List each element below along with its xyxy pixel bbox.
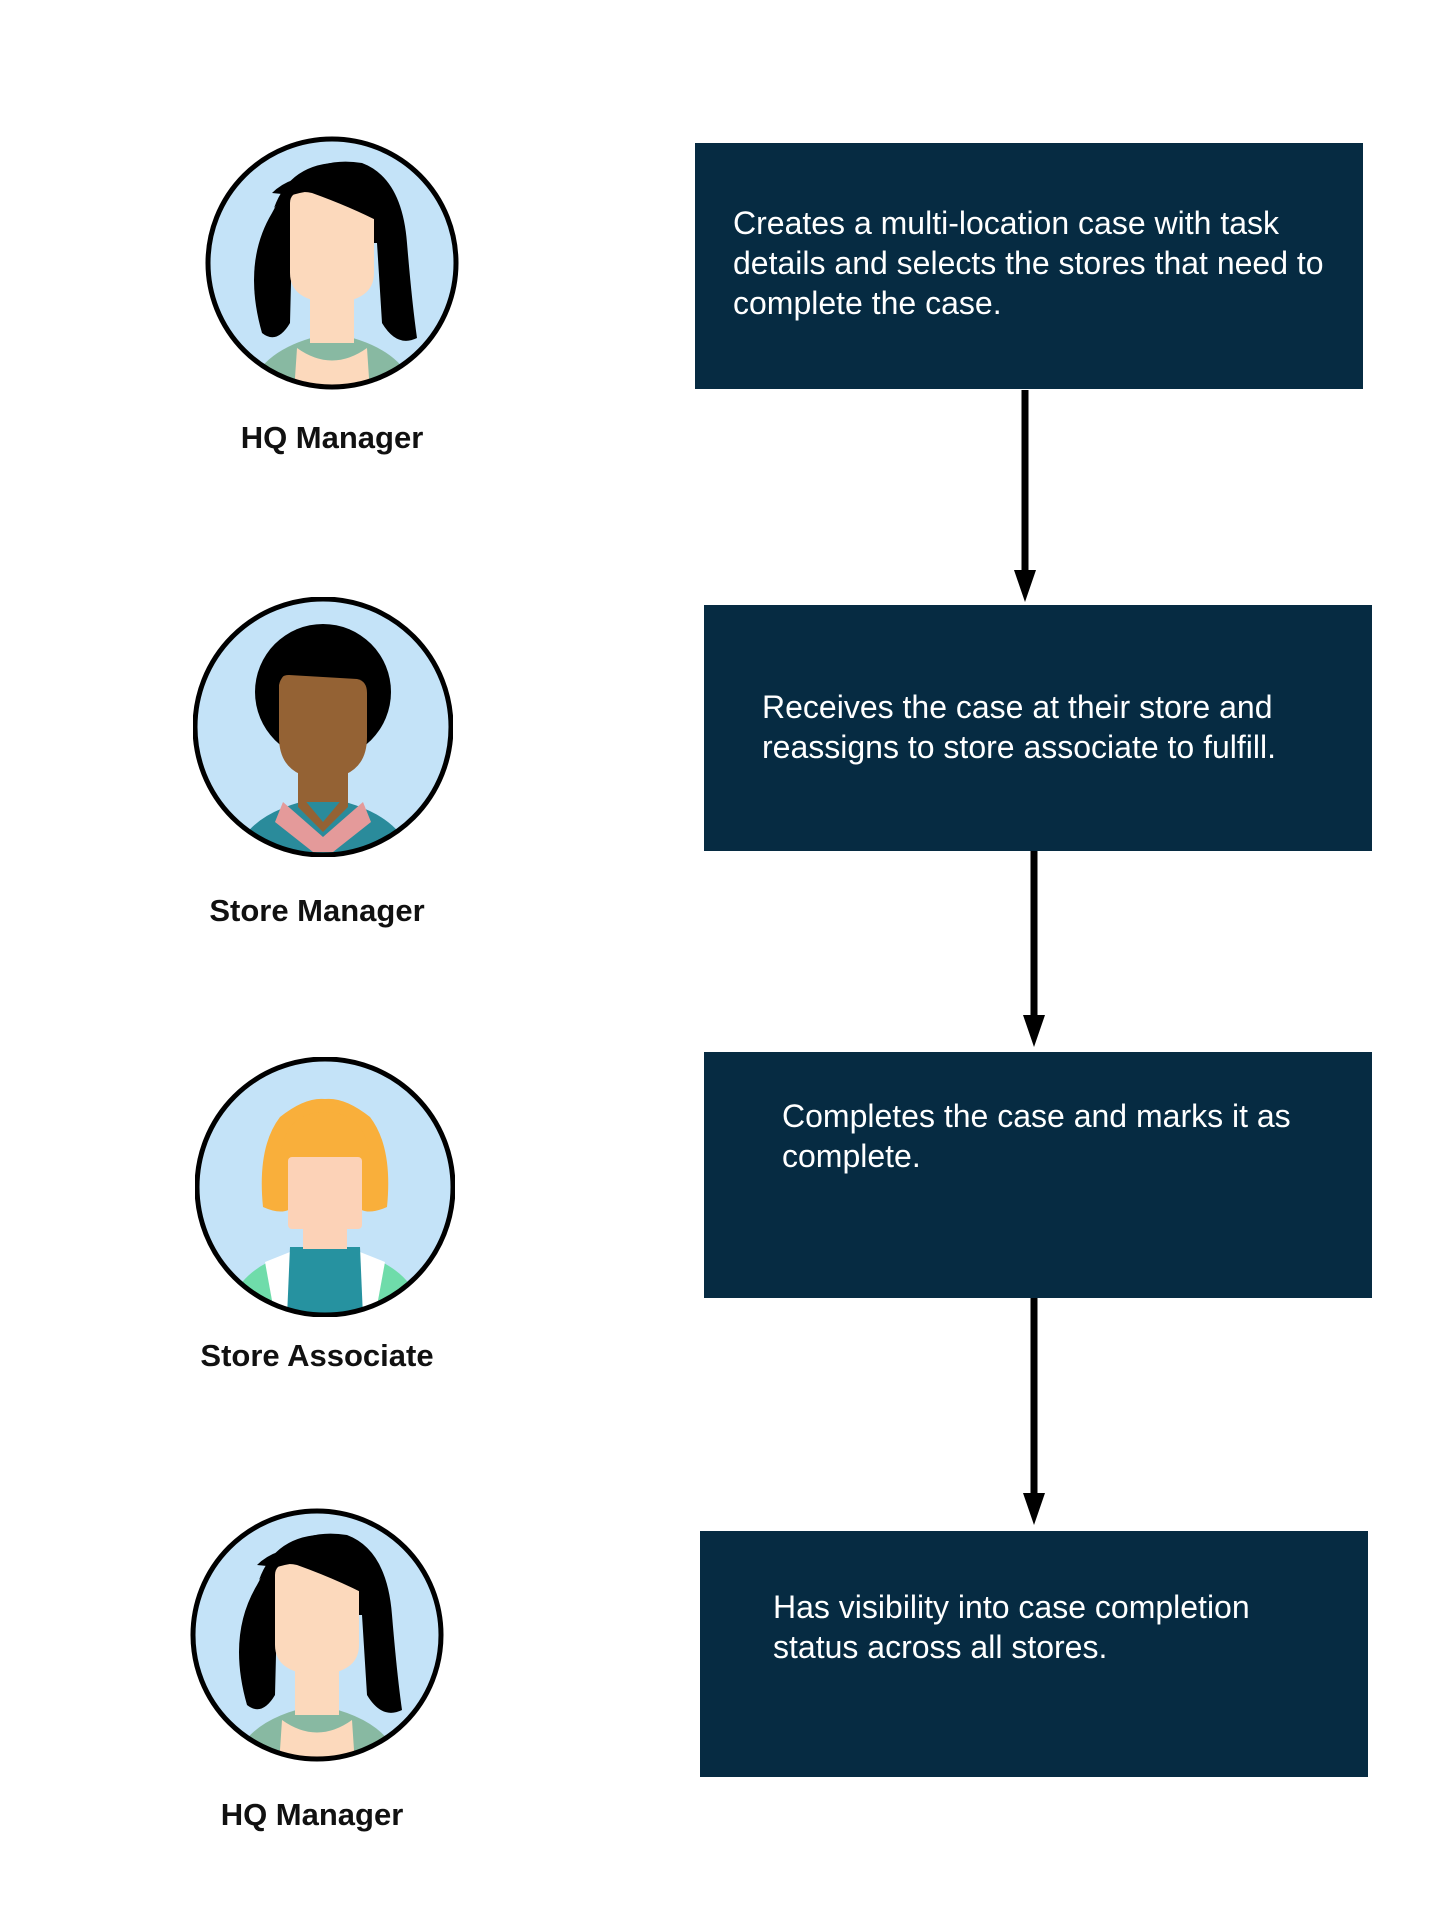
step-text-visibility: Has visibility into case completion stat… (773, 1589, 1250, 1665)
hq-manager-woman-icon (205, 136, 459, 390)
role-label-hq-manager: HQ Manager (240, 420, 424, 455)
arrow-step1-to-step2 (1014, 390, 1036, 602)
role-label-store-associate: Store Associate (200, 1338, 434, 1373)
hq-manager-avatar (202, 133, 462, 393)
role-label-store-manager: Store Manager (209, 893, 425, 928)
step-text-reassign: Receives the case at their store and rea… (762, 689, 1277, 765)
store-associate-woman-icon (195, 1057, 455, 1317)
store-manager-person-icon (193, 597, 453, 857)
step-box-create-case: Creates a multi-location case with task … (695, 143, 1363, 389)
step-text-complete-case: Completes the case and marks it as compl… (782, 1098, 1291, 1174)
hq-manager-avatar-final (187, 1505, 447, 1765)
step-box-complete-case: Completes the case and marks it as compl… (704, 1052, 1372, 1298)
store-associate-avatar (195, 1057, 455, 1317)
store-manager-avatar (193, 597, 453, 857)
step-box-visibility: Has visibility into case completion stat… (700, 1531, 1368, 1777)
arrow-step3-to-step4 (1023, 1295, 1045, 1525)
step-box-reassign: Receives the case at their store and rea… (704, 605, 1372, 851)
hq-manager-woman-icon (190, 1508, 444, 1762)
step-text-create-case: Creates a multi-location case with task … (733, 205, 1324, 321)
arrow-step2-to-step3 (1023, 850, 1045, 1047)
role-label-hq-manager-final: HQ Manager (220, 1797, 404, 1832)
